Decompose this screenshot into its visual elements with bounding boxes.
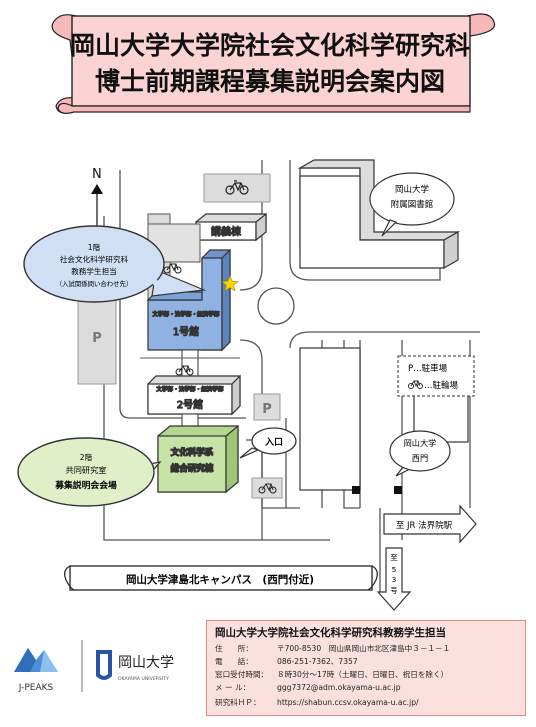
bicycle-icon-near-b2	[175, 365, 194, 376]
entrance-callout: 入口	[239, 427, 297, 459]
office-line3: （入試関係問い合わせ先）	[56, 279, 133, 288]
parking-center: P	[253, 393, 281, 421]
library-line1: 岡山大学	[395, 184, 430, 195]
route53-char3: 3	[392, 575, 397, 584]
office-floor: 1階	[88, 242, 101, 252]
legend-parking: P…駐車場	[408, 363, 448, 374]
univ-name-jp: 岡山大学	[118, 655, 174, 671]
address-label: 住 所：	[215, 644, 253, 653]
building2-sub: 文学部・法学部・経済学部	[156, 385, 224, 393]
lecture-hall: 講義棟	[195, 212, 267, 242]
bicycle-parking-top	[203, 173, 271, 203]
hours-value: ８時30分～17時（土曜日、日曜日、祝日を除く）	[277, 670, 449, 679]
phone-value: 086-251-7362、7357	[277, 657, 358, 666]
mail-value[interactable]: ggg7372@adm.okayama-u.ac.jp	[277, 683, 401, 692]
research-building: 文化科学系 総合研究棟	[157, 424, 239, 494]
address-value: 〒700-8530 岡山県岡山市北区津島中３－１－１	[277, 644, 451, 653]
legend-bicycle: …駐輪場	[424, 380, 459, 391]
office-star-icon	[221, 275, 239, 292]
parking-left: P	[77, 291, 117, 385]
contact-title: 岡山大学大学院社会文化科学研究科教務学生担当	[215, 627, 446, 639]
venue-floor: 2階	[80, 452, 93, 462]
gate-marker-west	[352, 486, 360, 494]
contact-mail-row: メ ー ル： ggg7372@adm.okayama-u.ac.jp	[215, 682, 401, 693]
building1-name: 1号館	[173, 325, 199, 338]
west-gate-line2: 西門	[412, 453, 428, 463]
title-line1: 岡山大学大学院社会文化科学研究科	[70, 31, 470, 60]
phone-label: 電 話：	[215, 657, 253, 666]
roundabout	[257, 287, 295, 325]
bicycle-icon	[258, 483, 277, 494]
building-2: 文学部・法学部・経済学部 2号館	[147, 374, 241, 416]
campus-label: 岡山大学津島北キャンパス (西門付近)	[126, 573, 314, 586]
north-label: N	[92, 167, 102, 182]
bicycle-icon	[407, 380, 424, 390]
hours-label: 窓口受付時間：	[215, 670, 269, 679]
contact-hp-row: 研究科ＨＰ： https://shabun.ccsv.okayama-u.ac.j…	[215, 697, 419, 708]
venue-line1: 共同研究室	[66, 465, 107, 475]
library-line2: 附属図書館	[391, 199, 434, 210]
office-line1: 社会文化科学研究科	[60, 254, 129, 264]
bicycle-icon	[225, 180, 249, 195]
route53-char2: 5	[392, 565, 397, 574]
mail-label: メ ー ル：	[215, 683, 251, 692]
building2-name: 2号館	[177, 398, 203, 411]
title-line2: 博士前期課程募集説明会案内図	[95, 67, 445, 96]
jr-station-label: 至 JR 法界院駅	[396, 520, 453, 531]
office-callout: 1階 社会文化科学研究科 教務学生担当 （入試関係問い合わせ先）	[23, 225, 207, 303]
okayama-univ-logo: 岡山大学 OKAYAMA UNIVERSITY	[96, 650, 174, 682]
west-gate-line1: 岡山大学	[404, 438, 437, 448]
building1-sub: 文学部・法学部・経済学部	[152, 310, 220, 318]
venue-callout: 2階 共同研究室 募集説明会会場	[17, 437, 162, 507]
north-arrow: N	[91, 167, 103, 232]
route53-arrow: 至 5 3 号	[376, 547, 412, 611]
venue-line2: 募集説明会会場	[54, 479, 117, 491]
campus-scroll: 岡山大学津島北キャンパス (西門付近)	[64, 565, 378, 591]
research-line2: 総合研究棟	[171, 463, 214, 474]
bicycle-parking-bottom	[251, 477, 283, 499]
jpeaks-text: J-PEAKS	[18, 683, 54, 693]
entrance-label: 入口	[264, 437, 283, 448]
office-line2: 教務学生担当	[71, 266, 117, 276]
lecture-hall-label: 講義棟	[211, 225, 241, 238]
library-callout: 岡山大学 附属図書館	[369, 172, 455, 237]
parking-center-mark: P	[262, 402, 272, 417]
building-1: 文学部・法学部・経済学部 1号館	[146, 248, 231, 352]
contact-hours-row: 窓口受付時間： ８時30分～17時（土曜日、日曜日、祝日を除く）	[215, 669, 448, 680]
contact-phone-row: 電 話： 086-251-7362、7357	[215, 656, 358, 667]
gate-marker-east	[394, 486, 402, 494]
legend-box: P…駐車場 …駐輪場	[397, 355, 475, 397]
bicycle-icon-near-b1	[163, 263, 182, 274]
contact-box: 岡山大学大学院社会文化科学研究科教務学生担当 住 所： 〒700-8530 岡山県…	[206, 620, 526, 716]
route53-char1: 至	[390, 553, 397, 562]
parking-left-mark: P	[92, 331, 102, 346]
jpeaks-logo: J-PEAKS	[14, 648, 58, 693]
library-building	[297, 159, 461, 270]
research-line1: 文化科学系	[171, 447, 214, 458]
west-gate-callout: 岡山大学 西門	[389, 430, 451, 477]
jr-station-arrow: 至 JR 法界院駅	[383, 504, 477, 544]
title-banner: 岡山大学大学院社会文化科学研究科 博士前期課程募集説明会案内図	[51, 13, 496, 114]
univ-name-en: OKAYAMA UNIVERSITY	[118, 676, 169, 682]
hp-link[interactable]: https://shabun.ccsv.okayama-u.ac.jp/	[277, 698, 419, 707]
contact-address-row: 住 所： 〒700-8530 岡山県岡山市北区津島中３－１－１	[215, 643, 450, 654]
route53-char4: 号	[390, 586, 397, 595]
hp-label: 研究科ＨＰ：	[215, 698, 261, 707]
